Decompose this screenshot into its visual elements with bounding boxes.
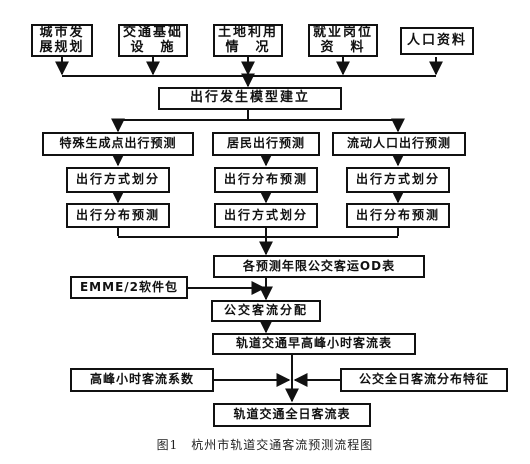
branch-floating-step2-box: 出行分布预测 xyxy=(346,203,450,228)
branch-special-step1-box: 出行方式划分 xyxy=(66,167,170,193)
peak-hour-table-label: 轨道交通早高峰小时客流表 xyxy=(235,336,392,351)
branch-special-step1-label: 出行方式划分 xyxy=(75,172,160,187)
branch-resident-step1-label: 出行分布预测 xyxy=(223,172,308,187)
branch-floating-step1-label: 出行方式划分 xyxy=(355,172,440,187)
branch-resident-head-label: 居民出行预测 xyxy=(226,136,305,151)
daily-ridership-table-label: 轨道交通全日客流表 xyxy=(233,407,351,422)
branch-floating-step1-box: 出行方式划分 xyxy=(346,167,450,193)
figure-caption: 图1 杭州市轨道交通客流预测流程图 xyxy=(156,438,374,452)
input-employment-box: 就业岗位 资 料 xyxy=(308,24,378,57)
transit-assignment-label: 公交客流分配 xyxy=(223,303,308,318)
branch-resident-head-box: 居民出行预测 xyxy=(212,132,320,156)
branch-resident-step2-box: 出行方式划分 xyxy=(214,203,318,228)
daily-ridership-table-box: 轨道交通全日客流表 xyxy=(213,403,371,427)
od-table-box: 各预测年限公交客运OD表 xyxy=(213,255,425,278)
input-land-use-label: 土地利用 情 况 xyxy=(217,24,278,55)
branch-special-head-box: 特殊生成点出行预测 xyxy=(42,132,194,156)
branch-floating-head-label: 流动人口出行预测 xyxy=(346,136,451,151)
input-population-box: 人口资料 xyxy=(400,27,474,55)
input-urban-planning-box: 城市发 展规划 xyxy=(31,24,93,57)
branch-resident-step2-label: 出行方式划分 xyxy=(223,207,308,222)
emme-software-label: EMME/2软件包 xyxy=(79,279,178,294)
branch-floating-step2-label: 出行分布预测 xyxy=(355,207,440,222)
input-urban-planning-label: 城市发 展规划 xyxy=(39,24,85,55)
trip-generation-model-box: 出行发生模型建立 xyxy=(158,87,342,110)
daily-distribution-box: 公交全日客流分布特征 xyxy=(340,368,508,392)
input-population-label: 人口资料 xyxy=(406,32,467,48)
peak-hour-coef-box: 高峰小时客流系数 xyxy=(70,368,214,392)
branch-special-step2-box: 出行分布预测 xyxy=(66,203,170,228)
branch-special-step2-label: 出行分布预测 xyxy=(75,207,160,222)
input-transport-infra-box: 交通基础 设 施 xyxy=(118,24,188,57)
branch-resident-step1-box: 出行分布预测 xyxy=(214,167,318,193)
trip-generation-model-label: 出行发生模型建立 xyxy=(189,90,310,106)
branch-floating-head-box: 流动人口出行预测 xyxy=(332,132,466,156)
peak-hour-coef-label: 高峰小时客流系数 xyxy=(89,372,194,387)
input-employment-label: 就业岗位 资 料 xyxy=(312,24,373,55)
transit-assignment-box: 公交客流分配 xyxy=(211,300,321,322)
daily-distribution-label: 公交全日客流分布特征 xyxy=(358,372,489,387)
emme-software-box: EMME/2软件包 xyxy=(70,276,188,299)
peak-hour-table-box: 轨道交通早高峰小时客流表 xyxy=(212,333,416,355)
od-table-label: 各预测年限公交客运OD表 xyxy=(242,258,396,273)
input-land-use-box: 土地利用 情 况 xyxy=(213,24,283,57)
branch-special-head-label: 特殊生成点出行预测 xyxy=(59,136,177,151)
input-transport-infra-label: 交通基础 设 施 xyxy=(122,24,183,55)
